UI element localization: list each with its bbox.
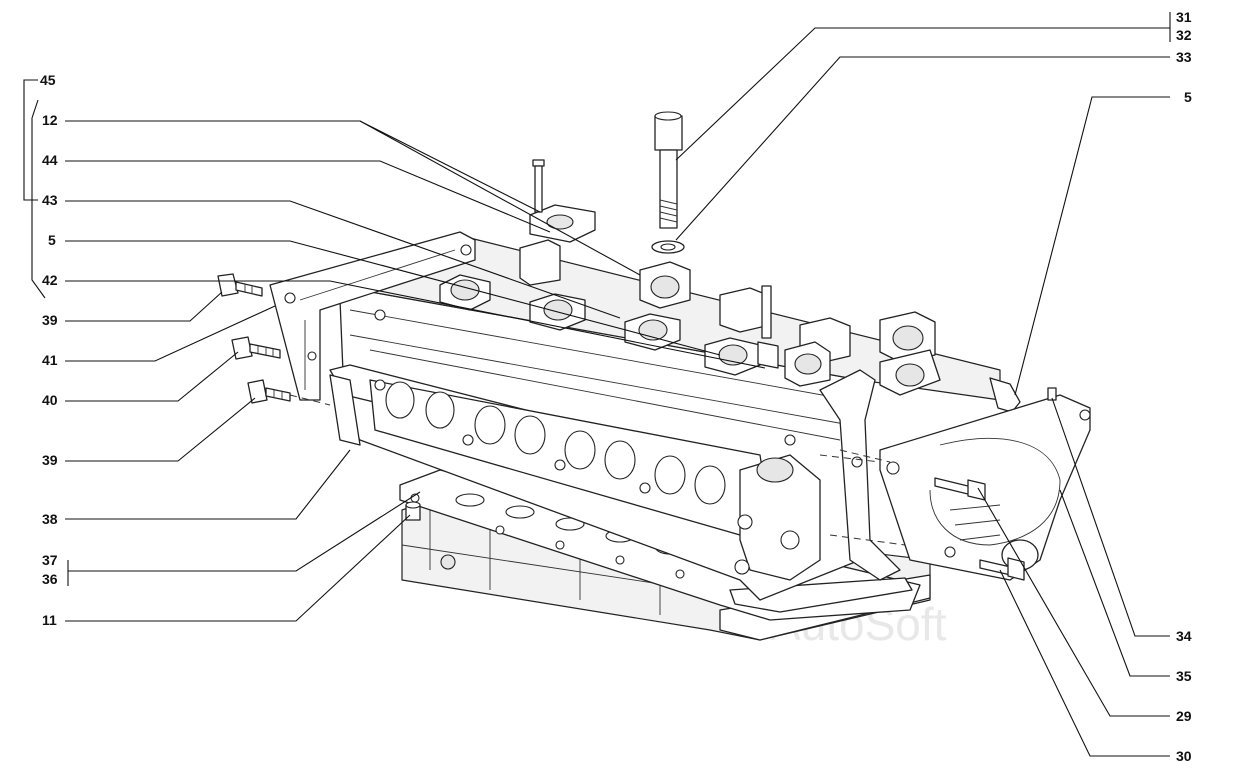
label-38: 38: [42, 511, 58, 527]
cap-bolt: [761, 285, 772, 339]
label-40: 40: [42, 392, 58, 408]
label-34: 34: [1176, 628, 1192, 644]
label-41: 41: [42, 352, 58, 368]
label-36: 36: [42, 571, 58, 587]
cylinder-head-assembly: [217, 111, 1091, 641]
label-37: 37: [42, 552, 58, 568]
label-44: 44: [42, 152, 58, 168]
left-callouts: 45 12 44 43 5 42 39 41 40 39 38 37 36 11: [23, 72, 766, 628]
label-30: 30: [1176, 748, 1192, 764]
manifold-gasket-frame: [269, 231, 476, 401]
coolant-outlet: [734, 454, 821, 581]
label-39-top: 39: [42, 312, 58, 328]
rear-cover-bolts: [934, 477, 1025, 581]
label-39-bottom: 39: [42, 452, 58, 468]
label-42: 42: [42, 272, 58, 288]
label-32: 32: [1176, 27, 1192, 43]
label-33: 33: [1176, 49, 1192, 65]
label-35: 35: [1176, 668, 1192, 684]
label-29: 29: [1176, 708, 1192, 724]
camshaft-cap: [529, 159, 596, 243]
label-45: 45: [40, 72, 56, 88]
label-31: 31: [1176, 9, 1192, 25]
label-11: 11: [42, 612, 57, 628]
bracket-45: [23, 79, 38, 201]
label-12: 12: [42, 112, 58, 128]
label-43: 43: [42, 192, 58, 208]
label-5-left: 5: [48, 232, 56, 248]
exhaust-port-flange: [369, 379, 771, 536]
head-bolt: [651, 111, 685, 254]
label-5-right: 5: [1184, 89, 1192, 105]
right-callouts: 31 32 33 5 34 35 29 30: [675, 9, 1192, 764]
